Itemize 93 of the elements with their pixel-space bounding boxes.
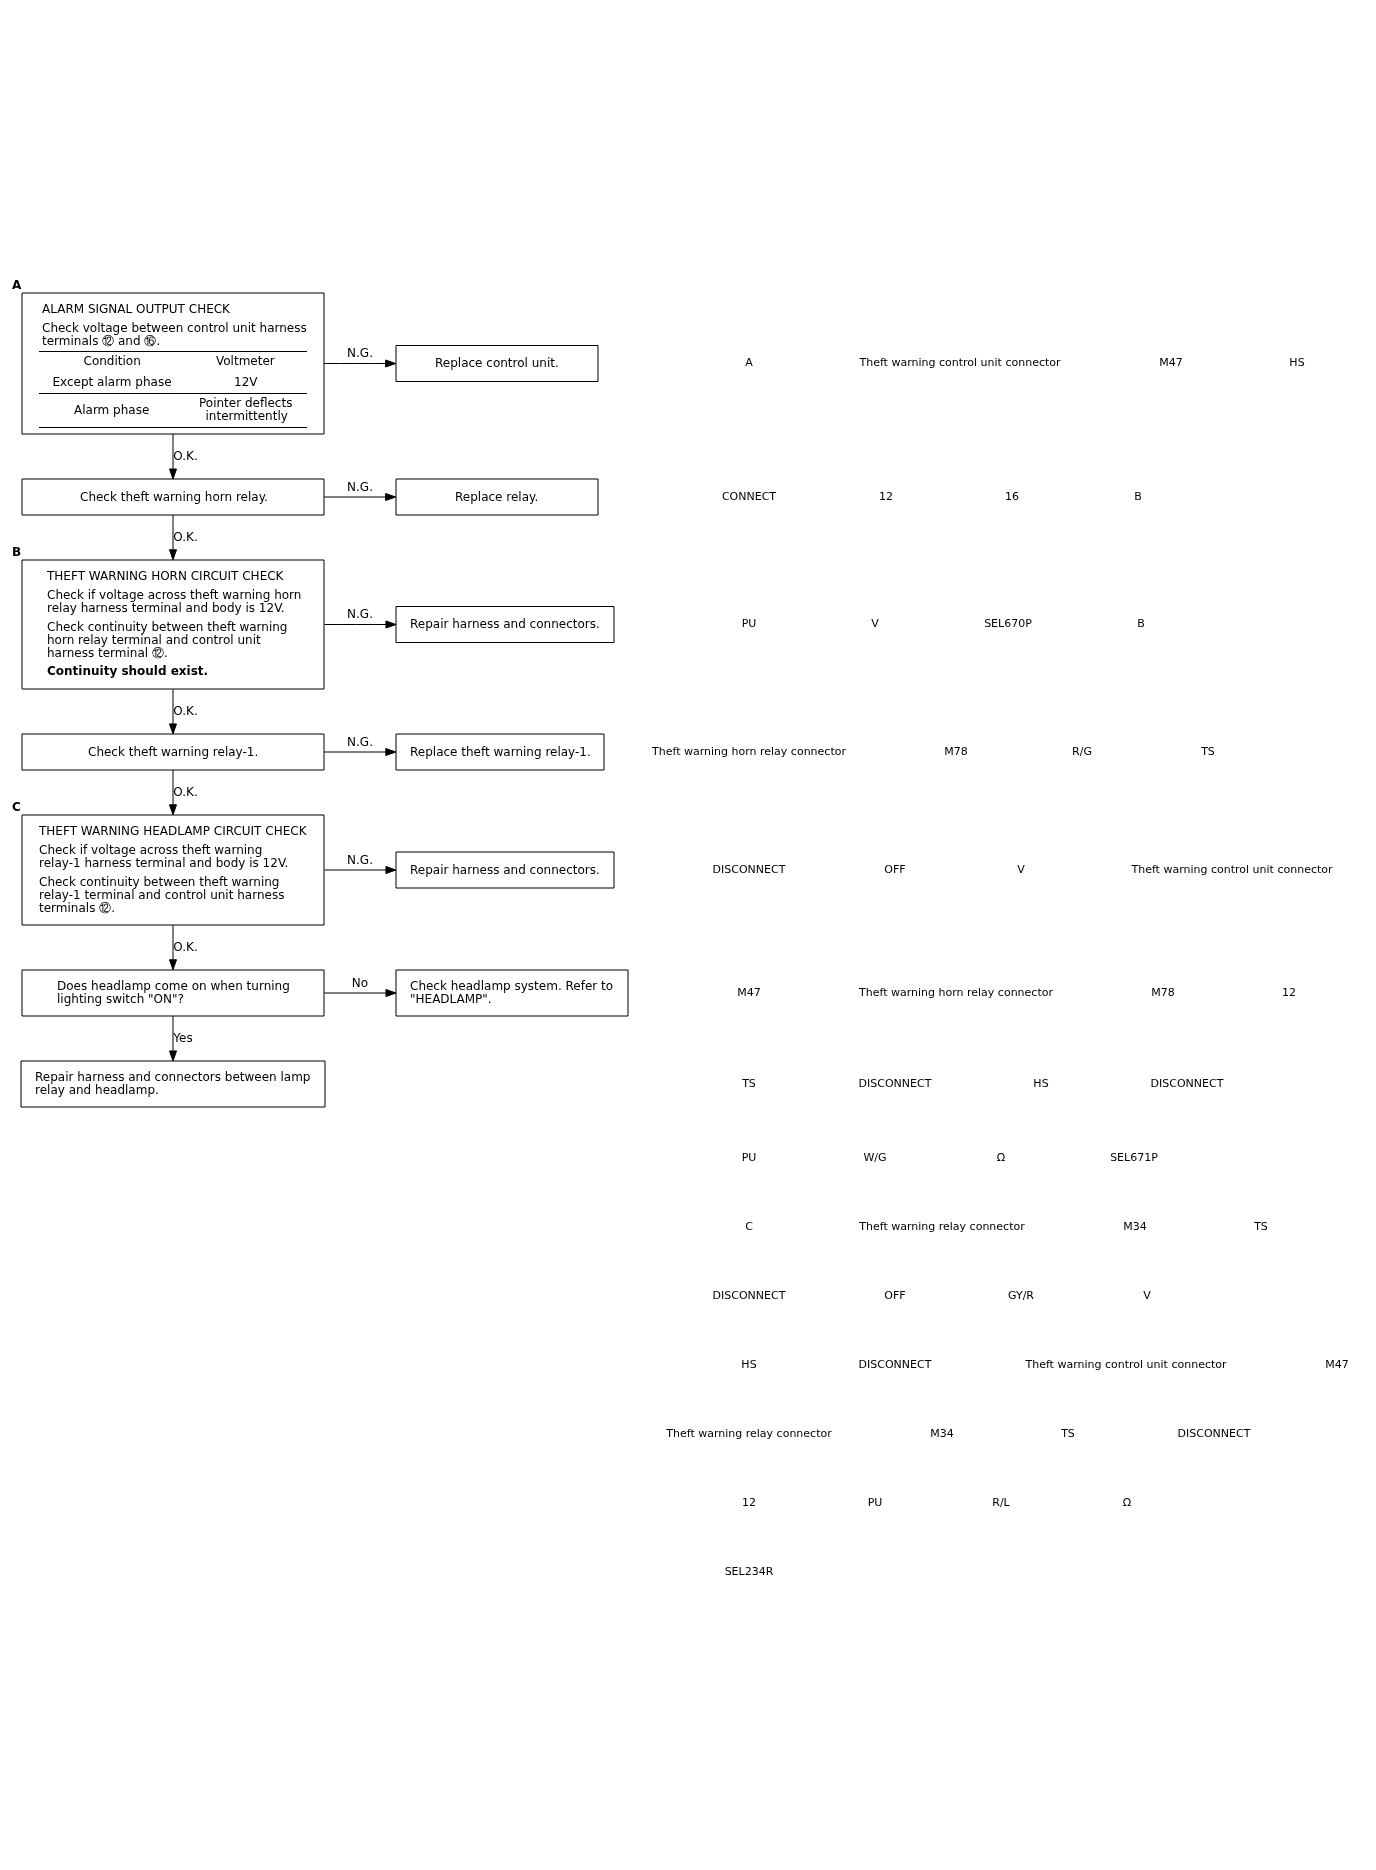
label: PU bbox=[867, 1495, 883, 1509]
node-box: Check theft warning relay-1. bbox=[21, 733, 325, 771]
label: M34 bbox=[1123, 1219, 1147, 1233]
label: Ω bbox=[996, 1150, 1006, 1164]
label: B bbox=[1137, 617, 1145, 631]
label: TS bbox=[1254, 1219, 1268, 1233]
label: HS bbox=[1033, 1076, 1049, 1090]
label: R/G bbox=[1072, 744, 1092, 758]
node-box: Repair harness and connectors. bbox=[395, 851, 615, 889]
label: Theft warning control unit connector bbox=[859, 356, 1061, 370]
label: Ω bbox=[1122, 1495, 1132, 1509]
label: PU bbox=[741, 1150, 757, 1164]
arrow bbox=[323, 748, 397, 756]
arrow bbox=[169, 769, 177, 816]
edge-label: Yes bbox=[173, 1030, 193, 1045]
node-box: THEFT WARNING HORN CIRCUIT CHECK Check if voltage across theft warning horn relay harness terminal and body is 12V. Check continuity between theft warning horn relay terminal and control unit harness terminal ⑫. Continuity should exist. bbox=[21, 559, 325, 690]
label: Theft warning control unit connector bbox=[1131, 862, 1333, 876]
label: DISCONNECT bbox=[1150, 1076, 1224, 1090]
label: TS bbox=[1061, 1426, 1075, 1440]
node-box: Replace control unit. bbox=[395, 345, 599, 382]
node-box: Repair harness and connectors between lamp relay and headlamp. bbox=[20, 1060, 326, 1108]
label: V bbox=[1143, 1288, 1151, 1302]
edge-label: O.K. bbox=[173, 784, 198, 799]
node-box: Repair harness and connectors. bbox=[395, 606, 615, 643]
node-label: B bbox=[12, 544, 22, 559]
node-box: Replace theft warning relay-1. bbox=[395, 733, 605, 771]
arrow bbox=[169, 688, 177, 735]
node-box: Check theft warning horn relay. bbox=[21, 478, 325, 516]
label: DISCONNECT bbox=[1177, 1426, 1251, 1440]
label: Theft warning control unit connector bbox=[1025, 1357, 1227, 1371]
label: 12 bbox=[742, 1495, 756, 1509]
label: DISCONNECT bbox=[712, 1288, 786, 1302]
arrow bbox=[323, 866, 397, 874]
arrow bbox=[169, 433, 177, 480]
node-box: Check headlamp system. Refer to "HEADLAMP". bbox=[395, 969, 629, 1017]
arrow bbox=[323, 493, 397, 501]
edge-label: O.K. bbox=[173, 939, 198, 954]
label: R/L bbox=[992, 1495, 1010, 1509]
edge-label: N.G. bbox=[347, 479, 373, 494]
label: HS bbox=[1289, 356, 1305, 370]
node-box: THEFT WARNING HEADLAMP CIRCUIT CHECK Check if voltage across theft warning relay-1 harness terminal and body is 12V. Check continuity between theft warning relay-1 terminal and control unit harness terminals ⑫. bbox=[21, 814, 325, 926]
label: SEL671P bbox=[1110, 1150, 1158, 1164]
label: HS bbox=[741, 1357, 757, 1371]
node-box: Does headlamp come on when turning lighting switch "ON"? bbox=[21, 969, 325, 1017]
arrow bbox=[323, 989, 397, 997]
label: TS bbox=[1201, 744, 1215, 758]
label: DISCONNECT bbox=[858, 1076, 932, 1090]
label: SEL234R bbox=[724, 1564, 774, 1578]
label: 16 bbox=[1005, 489, 1019, 503]
label: SEL670P bbox=[984, 617, 1032, 631]
arrow bbox=[169, 514, 177, 561]
arrow bbox=[169, 1015, 177, 1062]
label: PU bbox=[741, 617, 757, 631]
label: M47 bbox=[1325, 1357, 1349, 1371]
label: Theft warning horn relay connector bbox=[859, 985, 1053, 999]
edge-label: O.K. bbox=[173, 703, 198, 718]
label: M47 bbox=[737, 985, 761, 999]
node-label: C bbox=[12, 799, 21, 814]
node-label: A bbox=[12, 277, 22, 292]
label: V bbox=[1017, 862, 1025, 876]
label: 12 bbox=[1282, 985, 1296, 999]
label: M34 bbox=[930, 1426, 954, 1440]
label: W/G bbox=[863, 1150, 887, 1164]
label: DISCONNECT bbox=[858, 1357, 932, 1371]
label: B bbox=[1134, 489, 1142, 503]
label: Theft warning horn relay connector bbox=[652, 744, 846, 758]
edge-label: O.K. bbox=[173, 529, 198, 544]
node-box: ALARM SIGNAL OUTPUT CHECK Check voltage between control unit harness terminals ⑫ and ⑯. Condition Voltmeter Except alarm phase 12V Alarm phase Pointer deflects intermittently bbox=[21, 292, 325, 435]
label: C bbox=[745, 1219, 753, 1233]
edge-label: N.G. bbox=[347, 346, 373, 361]
arrow bbox=[169, 924, 177, 971]
edge-label: O.K. bbox=[173, 448, 198, 463]
label: TS bbox=[742, 1076, 756, 1090]
label: Theft warning relay connector bbox=[666, 1426, 832, 1440]
edge-label: N.G. bbox=[347, 852, 373, 867]
edge-label: No bbox=[351, 975, 369, 990]
label: GY/R bbox=[1007, 1288, 1035, 1302]
arrow bbox=[323, 620, 397, 629]
label: A bbox=[745, 356, 753, 370]
label: 12 bbox=[879, 489, 893, 503]
label: DISCONNECT bbox=[712, 862, 786, 876]
label: M47 bbox=[1159, 356, 1183, 370]
edge-label: N.G. bbox=[347, 607, 373, 622]
node-box: Replace relay. bbox=[395, 478, 599, 516]
label: M78 bbox=[944, 744, 968, 758]
label: CONNECT bbox=[721, 489, 777, 503]
label: OFF bbox=[884, 1288, 906, 1302]
label: OFF bbox=[884, 862, 906, 876]
label: M78 bbox=[1151, 985, 1175, 999]
label: V bbox=[871, 617, 879, 631]
edge-label: N.G. bbox=[347, 734, 373, 749]
label: Theft warning relay connector bbox=[859, 1219, 1025, 1233]
arrow bbox=[323, 359, 397, 368]
